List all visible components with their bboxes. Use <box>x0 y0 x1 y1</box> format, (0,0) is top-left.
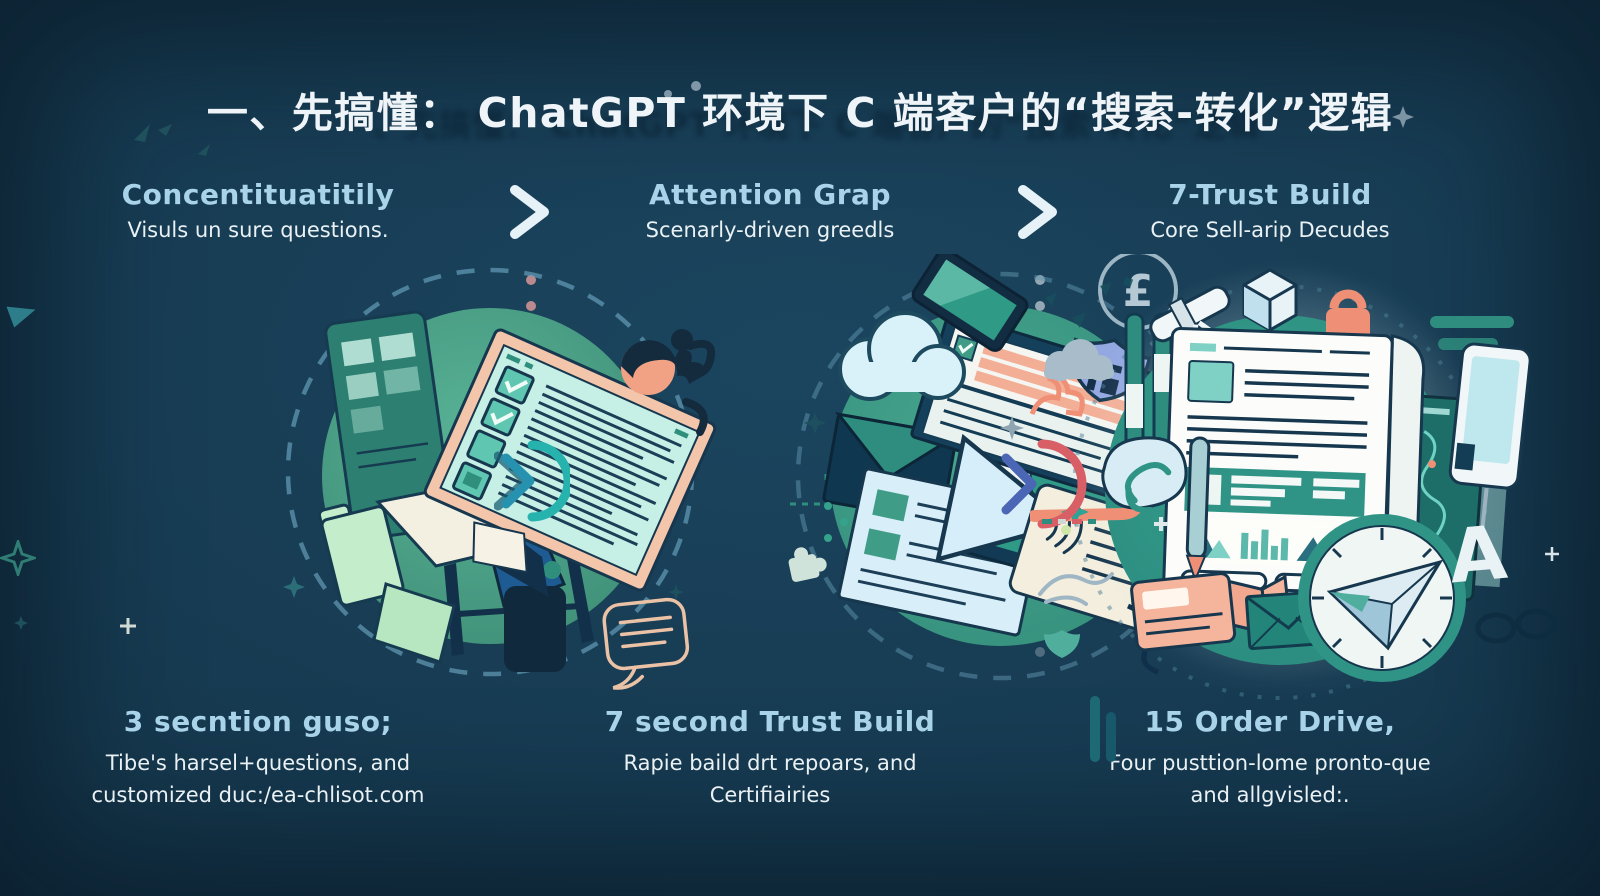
monitor-checklist-icon <box>423 328 717 598</box>
footer-line: Tibe's harsel+questions, and <box>105 751 411 775</box>
column-footer-text: Four pusttion-lome pronto-que and allgvi… <box>1040 748 1500 811</box>
speech-bubble-icon <box>602 597 690 690</box>
footer-line: Rapie baild drt repoars, and <box>623 751 917 775</box>
illustration-workstation <box>28 254 717 701</box>
puzzle-icon <box>788 547 827 582</box>
column-subheading: Scenarly-driven greedls <box>645 218 895 242</box>
star-icon <box>0 540 36 576</box>
plus-decoration <box>1545 547 1559 561</box>
star-icon <box>1392 106 1414 128</box>
column-subheading: Core Sell-arip Decudes <box>1150 218 1390 242</box>
squiggle-decoration <box>1030 374 1085 417</box>
cloud-icon <box>838 311 966 401</box>
sparkle-icon <box>198 144 210 156</box>
page-title: 一、先搞懂： ChatGPT 环境下 C 端客户的“搜索-转化”逻辑 <box>206 89 1394 138</box>
plus-decoration <box>1154 517 1168 531</box>
paper-plane-icon <box>1326 559 1444 651</box>
tablet-icon <box>1448 342 1530 534</box>
footer-line: customized duc:/ea-chlisot.com <box>91 782 425 807</box>
column-search: Concentituatitily Visuls un sure questio… <box>28 178 717 811</box>
column-footer-heading: 15 Order Drive, <box>1144 705 1396 738</box>
sparkle-icon <box>134 124 172 142</box>
side-panel-icon <box>324 310 455 541</box>
plus-decoration <box>120 618 136 634</box>
dot-decoration <box>824 502 848 542</box>
title-shadow: 一、先搞懂： ChatGPT 环境下 C 端客户的“搜索-转化”逻辑 <box>339 106 1261 144</box>
color-dash-decoration <box>1042 519 1096 524</box>
clock-ticks <box>1312 528 1452 668</box>
thumbnail-image-icon <box>1187 359 1235 404</box>
illustration-report: A <box>1030 254 1530 701</box>
column-heading: Attention Grap <box>649 178 891 211</box>
letter-a-icon: A <box>1446 510 1511 601</box>
cloud-icon <box>1044 339 1114 381</box>
star-icon <box>1000 416 1024 440</box>
checklist-boxes <box>452 365 535 501</box>
folder-icon <box>317 503 405 607</box>
bar-chart-icon <box>1240 529 1289 561</box>
clock-icon <box>1298 514 1466 682</box>
scribble-decoration <box>1038 572 1114 606</box>
footer-line: Four pusttion-lome pronto-que <box>1109 751 1431 775</box>
dot-decoration <box>664 81 701 98</box>
glasses-decoration <box>1475 608 1557 644</box>
column-footer-heading: 7 second Trust Build <box>604 705 936 738</box>
dash-decoration <box>1430 316 1514 350</box>
column-heading: Concentituatitily <box>121 178 395 211</box>
footer-line: Certifiairies <box>709 782 831 807</box>
sparkle-icon <box>283 576 684 600</box>
arrow-decoration <box>6 306 36 328</box>
column-trust: 7-Trust Build Core Sell-arip Decudes <box>1030 178 1530 811</box>
column-footer-text: Tibe's harsel+questions, and customized … <box>28 748 488 811</box>
pen-icon <box>1185 436 1211 583</box>
column-attention: Attention Grap Scenarly-driven greedls <box>540 178 1230 811</box>
bar-decoration <box>1090 696 1116 762</box>
currency-glyph: £ <box>1123 266 1154 317</box>
column-footer-text: Rapie baild drt repoars, and Certifiairi… <box>540 748 1000 811</box>
sparkle-icon <box>804 412 826 434</box>
folder-icon <box>372 582 456 664</box>
shield-small-icon <box>1044 630 1080 658</box>
column-subheading: Visuls un sure questions. <box>127 218 389 242</box>
illustration-media: £ <box>540 254 1230 701</box>
footer-line: and allgvisled:. <box>1190 782 1350 807</box>
workstation-checklist-scene <box>283 267 717 690</box>
splatter-decoration <box>1045 276 1134 328</box>
circuit-line <box>790 468 828 506</box>
right-chevron-icon <box>510 185 549 239</box>
report-dashboard-scene: A <box>1030 264 1530 700</box>
right-chevron-icon <box>1018 185 1057 239</box>
phone-icon <box>911 254 1029 352</box>
sparkle-icon <box>14 616 28 630</box>
column-heading: 7-Trust Build <box>1168 178 1372 211</box>
ribbon-badge-icon <box>1101 436 1188 514</box>
avatar-face-icon <box>621 329 715 436</box>
teal-chevron-arc-emblem <box>494 440 570 522</box>
column-footer-heading: 3 secntion guso; <box>123 705 393 738</box>
